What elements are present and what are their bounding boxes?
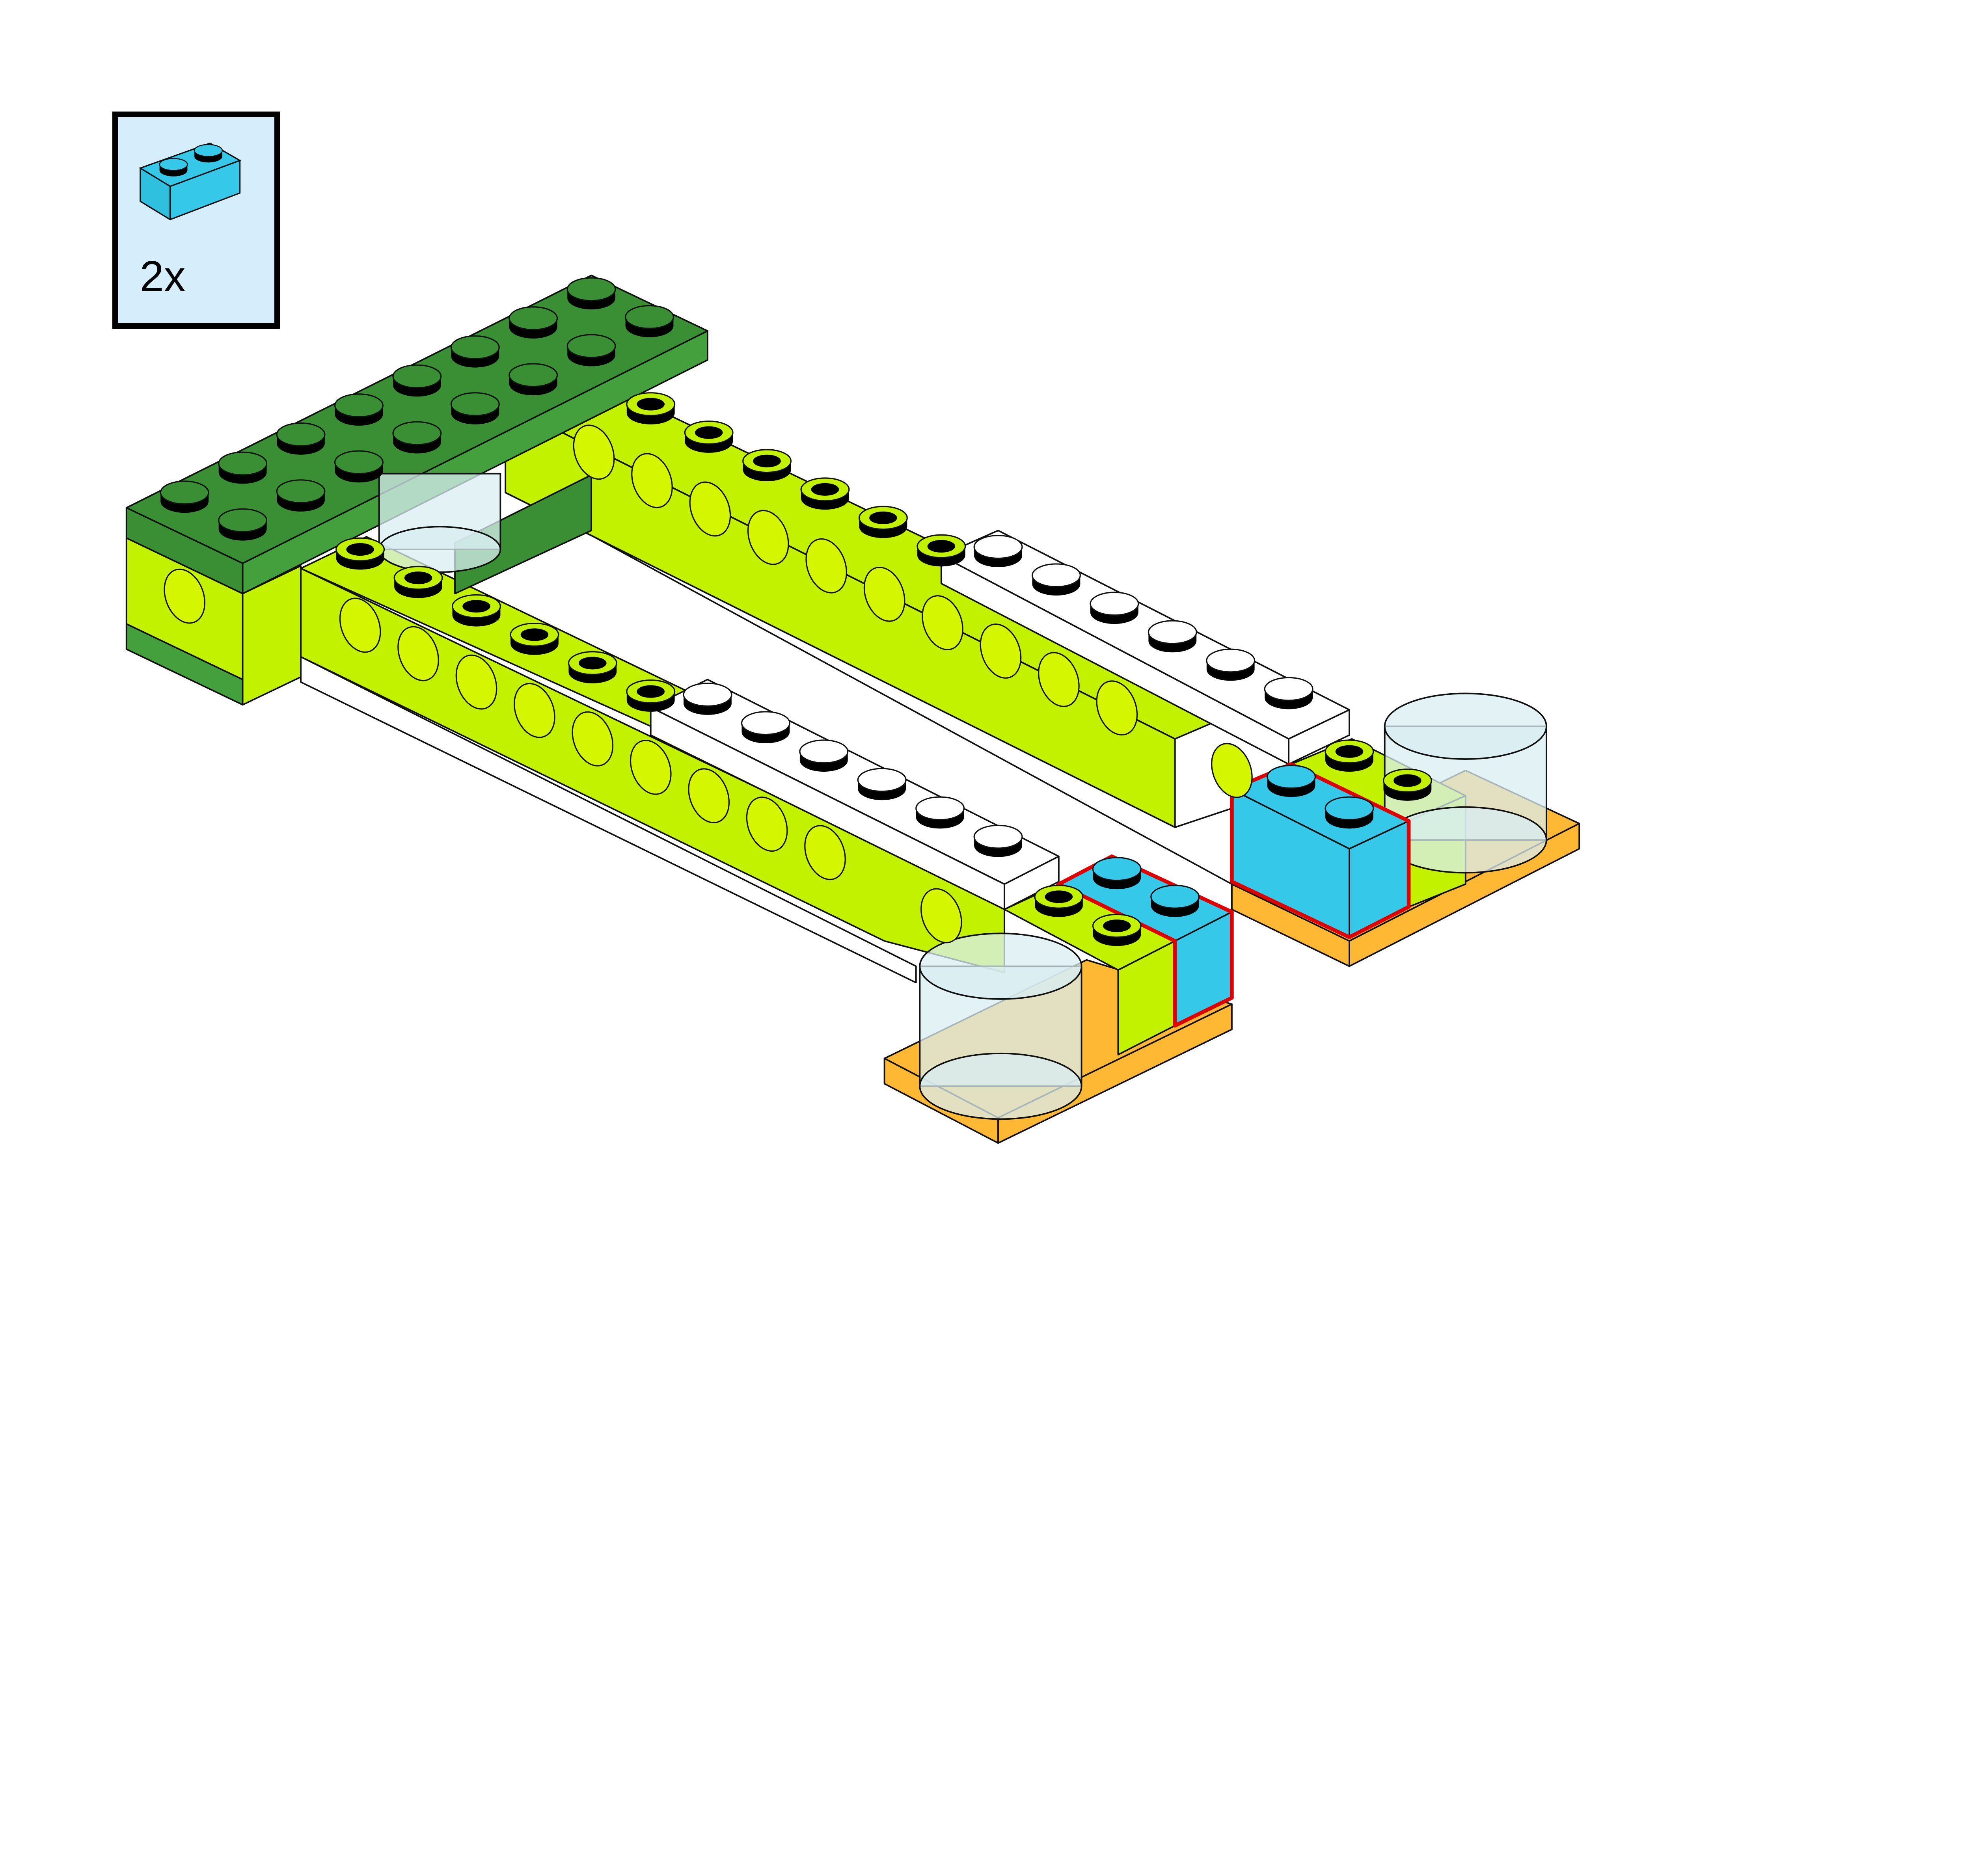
beam-hole-icon xyxy=(863,566,905,622)
stud-icon xyxy=(276,479,326,512)
beam-hole-icon xyxy=(920,888,962,944)
beam-hole-icon xyxy=(572,711,614,767)
beam-hole-icon xyxy=(805,538,848,594)
stud-icon xyxy=(509,306,558,339)
stud-icon xyxy=(1092,857,1142,890)
beam-holes xyxy=(164,424,1253,944)
beam-hole-icon xyxy=(631,453,673,508)
stud-icon xyxy=(915,796,965,829)
stud-icon xyxy=(1034,884,1084,917)
build-step-illustration xyxy=(125,274,1580,1144)
part-quantity: 2x xyxy=(140,252,186,301)
beam-hole-icon xyxy=(747,510,789,565)
stud-icon xyxy=(917,534,966,567)
stud-icon xyxy=(450,392,500,424)
beam-hole-icon xyxy=(164,568,205,624)
stud-icon xyxy=(1325,739,1374,772)
beam-hole-icon xyxy=(455,654,497,710)
parts-callout: 2x xyxy=(112,111,280,329)
stud-icon xyxy=(450,335,500,368)
stud-icon xyxy=(1092,914,1142,946)
stud-icon xyxy=(334,393,384,426)
stud-icon xyxy=(858,506,908,538)
stud-icon xyxy=(160,480,209,513)
stud-icon xyxy=(684,421,734,453)
stud-icon xyxy=(510,622,559,655)
stud-icon xyxy=(392,364,442,397)
stud-icon xyxy=(1382,769,1432,801)
trans-clear-round-bricks xyxy=(378,473,1547,1120)
beam-hole-icon xyxy=(1211,743,1253,798)
stud-icon xyxy=(1206,648,1256,681)
beam-hole-icon xyxy=(746,797,788,852)
stud-icon xyxy=(451,594,501,627)
stud-icon xyxy=(973,535,1023,567)
stud-icon xyxy=(218,451,268,484)
stud-icon xyxy=(973,824,1023,857)
stud-icon xyxy=(568,651,617,683)
stud-icon xyxy=(742,449,792,482)
stud-icon xyxy=(1031,563,1081,596)
stud-icon xyxy=(1150,884,1200,917)
stud-icon xyxy=(509,363,558,396)
beam-hole-icon xyxy=(339,597,381,653)
beam-hole-icon xyxy=(688,768,730,823)
stud-icon xyxy=(276,422,326,455)
instruction-page: 2x xyxy=(112,111,1580,1144)
beam-hole-icon xyxy=(804,825,846,880)
beam-hole-icon xyxy=(1096,680,1138,736)
beam-hole-icon xyxy=(573,424,615,480)
stud-icon xyxy=(683,683,732,715)
stud-icon xyxy=(1264,677,1313,709)
stud-icon xyxy=(741,711,790,744)
stud-icon xyxy=(566,334,616,367)
studs xyxy=(160,277,1432,946)
stud-icon xyxy=(335,537,385,570)
stud-icon xyxy=(334,450,384,483)
beam-hole-icon xyxy=(630,740,672,795)
stud-icon xyxy=(626,679,676,712)
stud-icon xyxy=(857,768,907,800)
beam-hole-icon xyxy=(1038,652,1080,707)
stud-icon xyxy=(393,566,443,598)
stud-icon xyxy=(218,508,268,541)
stud-icon xyxy=(800,477,850,510)
stud-icon xyxy=(566,277,616,310)
stud-icon xyxy=(799,739,849,772)
stud-icon xyxy=(1090,592,1139,624)
stud-icon xyxy=(1325,796,1374,829)
beam-hole-icon xyxy=(689,481,731,537)
stud-icon xyxy=(1267,765,1316,797)
azure-brick-1x2-icon xyxy=(138,142,242,220)
stud-icon xyxy=(392,421,442,454)
beam-hole-icon xyxy=(514,683,555,738)
beam-hole-icon xyxy=(922,595,963,650)
stud-icon xyxy=(626,392,676,424)
stud-icon xyxy=(625,305,674,337)
beam-hole-icon xyxy=(397,626,439,681)
stud-icon xyxy=(1148,620,1197,653)
beam-hole-icon xyxy=(980,623,1022,679)
dark-green-plate xyxy=(125,274,708,706)
